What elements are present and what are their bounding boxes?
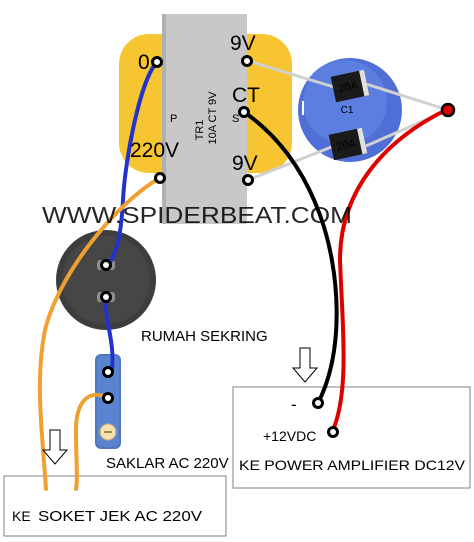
terminal-label-9v-top: 9V bbox=[230, 32, 256, 55]
terminal-label-220v: 220V bbox=[130, 139, 179, 162]
fuse-holder-label: RUMAH SEKRING bbox=[141, 328, 268, 345]
transformer-spec-label: 10A CT 9V bbox=[207, 91, 219, 145]
transformer-core bbox=[162, 14, 247, 224]
transformer: P S TR1 10A CT 9V bbox=[119, 14, 292, 224]
terminal-label-0: 0 bbox=[138, 51, 150, 74]
orange-wires bbox=[37, 176, 162, 491]
diode-top: 20A bbox=[330, 69, 370, 103]
ac-socket-box bbox=[3, 475, 227, 537]
blue-wires bbox=[103, 60, 159, 372]
transformer-id-label: TR1 bbox=[194, 120, 206, 141]
down-arrow-socket-icon bbox=[41, 429, 69, 465]
terminal-amp-minus bbox=[312, 397, 324, 409]
terminal-points bbox=[100, 55, 339, 438]
transformer-secondary-side-label: S bbox=[232, 113, 239, 125]
terminal-9v-bottom bbox=[242, 174, 254, 186]
terminal-fuse-top bbox=[100, 259, 112, 271]
wire-9v-top-to-diode bbox=[247, 59, 335, 89]
red-wire-positive bbox=[331, 108, 448, 432]
wire-9v-bottom-to-diode bbox=[247, 144, 335, 182]
orange-wire-primary-220 bbox=[37, 176, 162, 491]
terminal-primary-0 bbox=[151, 56, 163, 68]
diode-bottom: 20A bbox=[328, 127, 368, 161]
black-wire-ct bbox=[242, 110, 339, 405]
amplifier-minus-label: - bbox=[291, 395, 297, 414]
terminal-fuse-bottom bbox=[100, 291, 112, 303]
amplifier-box-label: KE POWER AMPLIFIER DC12V bbox=[239, 457, 466, 473]
orange-wire-switch bbox=[73, 392, 107, 491]
terminal-switch-bottom bbox=[102, 392, 114, 404]
down-arrow-amplifier-icon bbox=[291, 347, 319, 383]
rectifier-id-label: C1 bbox=[341, 105, 354, 116]
blue-wire-primary-0 bbox=[104, 60, 159, 269]
terminal-ct bbox=[238, 106, 250, 118]
rectifier-output-terminal bbox=[440, 102, 456, 118]
terminal-label-9v-bottom: 9V bbox=[232, 152, 258, 175]
amplifier-box bbox=[232, 386, 471, 489]
dc-wires bbox=[242, 108, 448, 432]
terminal-amp-plus bbox=[327, 426, 339, 438]
transformer-core-shade bbox=[162, 14, 166, 224]
terminal-9v-top bbox=[241, 55, 253, 67]
blue-wire-fuse-to-switch bbox=[103, 296, 115, 372]
terminal-label-ct: CT bbox=[232, 84, 260, 107]
ac-socket-label: SOKET JEK AC 220V bbox=[38, 508, 202, 525]
ac-socket-prefix: KE bbox=[12, 508, 31, 524]
watermark-text: WWW.SPIDERBEAT.COM bbox=[42, 202, 352, 228]
fuse-holder-inner bbox=[62, 236, 150, 324]
diode-bottom-label: 20A bbox=[335, 137, 357, 153]
amplifier-plus-label: +12VDC bbox=[263, 428, 316, 444]
terminal-switch-top bbox=[102, 366, 114, 378]
terminal-primary-220 bbox=[154, 172, 166, 184]
transformer-primary-side-label: P bbox=[170, 113, 177, 125]
wire-diode-top-to-output bbox=[365, 82, 449, 112]
switch-label: SAKLAR AC 220V bbox=[106, 455, 229, 472]
diode-top-label: 20A bbox=[337, 79, 359, 95]
